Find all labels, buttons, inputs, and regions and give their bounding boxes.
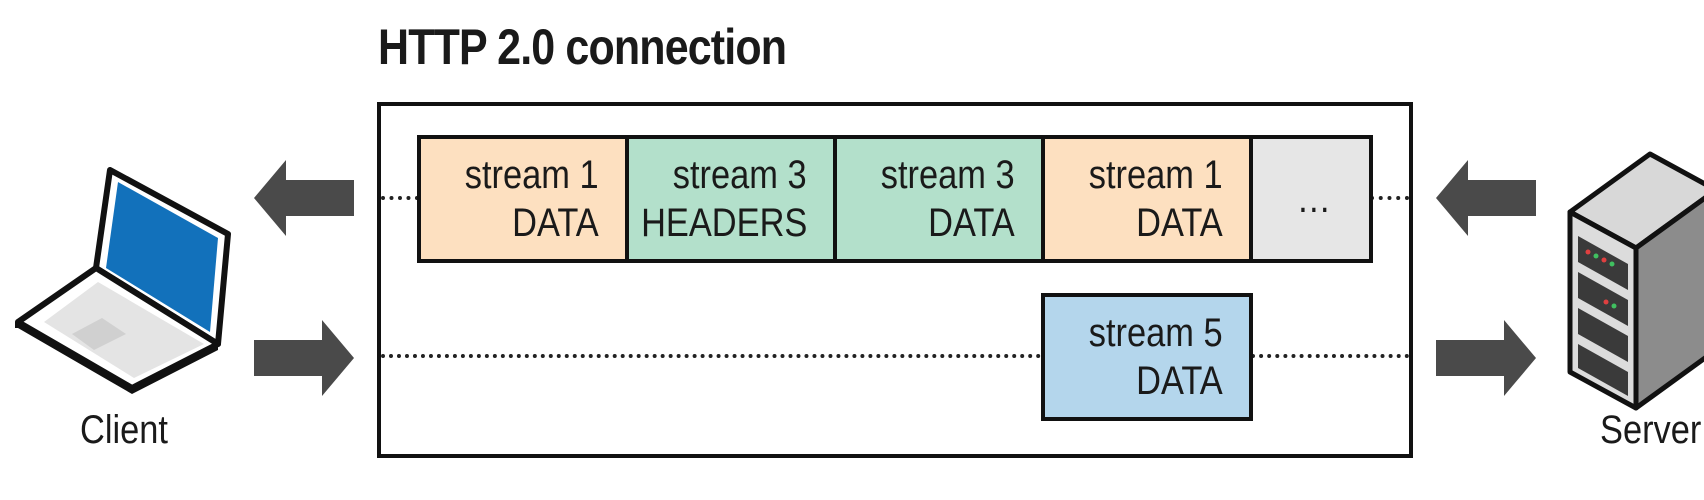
- frame-stream1-data: stream 1 DATA: [1041, 135, 1253, 263]
- frame-stream3-data: stream 3 DATA: [833, 135, 1045, 263]
- arrow-right-icon: [254, 320, 354, 396]
- bottom-lane-line: [381, 354, 1041, 358]
- bottom-lane-line: [1251, 354, 1409, 358]
- connection-box: [377, 102, 1413, 458]
- client-label: Client: [80, 408, 168, 452]
- laptop-icon: [15, 167, 231, 394]
- top-lane-line: [381, 196, 419, 200]
- frame-pending: …: [1249, 135, 1373, 263]
- server-icon: [1567, 151, 1704, 411]
- frame-stream5-data: stream 5 DATA: [1041, 293, 1253, 421]
- arrow-left-icon: [1436, 160, 1536, 236]
- frame-stream1-data: stream 1 DATA: [417, 135, 629, 263]
- frame-stream3-headers: stream 3 HEADERS: [625, 135, 837, 263]
- server-label: Server: [1600, 408, 1702, 452]
- arrow-right-icon: [1436, 320, 1536, 396]
- diagram-title: HTTP 2.0 connection: [378, 19, 787, 75]
- arrow-left-icon: [254, 160, 354, 236]
- top-lane-line: [1370, 196, 1409, 200]
